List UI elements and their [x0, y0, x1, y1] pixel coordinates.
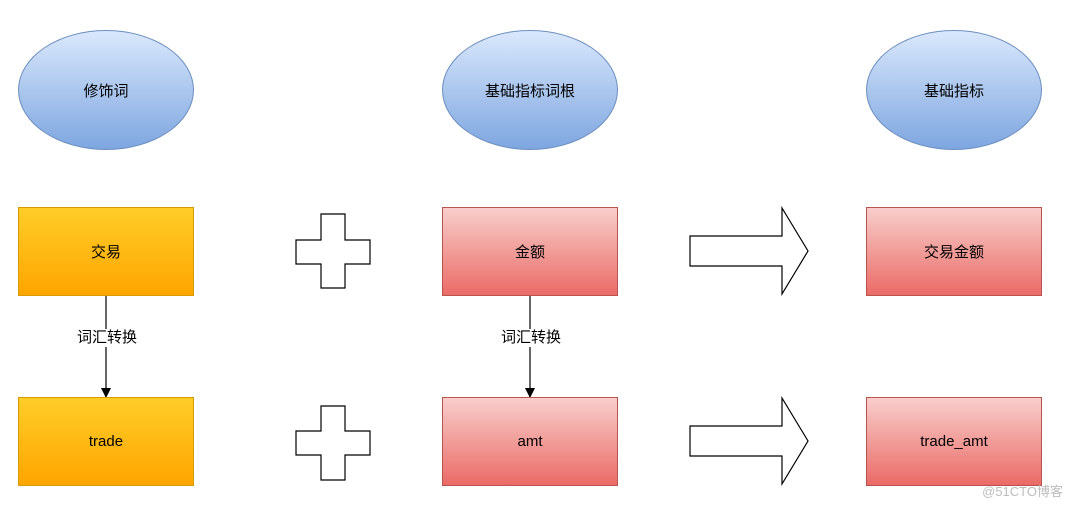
- watermark: @51CTO博客: [982, 484, 1063, 499]
- plus-icon-row1: [295, 213, 371, 289]
- header-base-metric: 基础指标: [866, 30, 1042, 150]
- header-modifier: 修饰词: [18, 30, 194, 150]
- result-box-chinese: 交易金额: [866, 207, 1042, 296]
- header-base-root: 基础指标词根: [442, 30, 618, 150]
- convert-label-left: 词汇转换: [73, 329, 141, 347]
- convert-label-mid: 词汇转换: [497, 329, 565, 347]
- result-arrow-icon-row1: [689, 205, 809, 297]
- modifier-box-chinese: 交易: [18, 207, 194, 296]
- modifier-box-english: trade: [18, 397, 194, 486]
- plus-icon-row2: [295, 405, 371, 481]
- result-arrow-icon-row2: [689, 395, 809, 487]
- root-box-chinese: 金额: [442, 207, 618, 296]
- root-box-english: amt: [442, 397, 618, 486]
- result-box-english: trade_amt: [866, 397, 1042, 486]
